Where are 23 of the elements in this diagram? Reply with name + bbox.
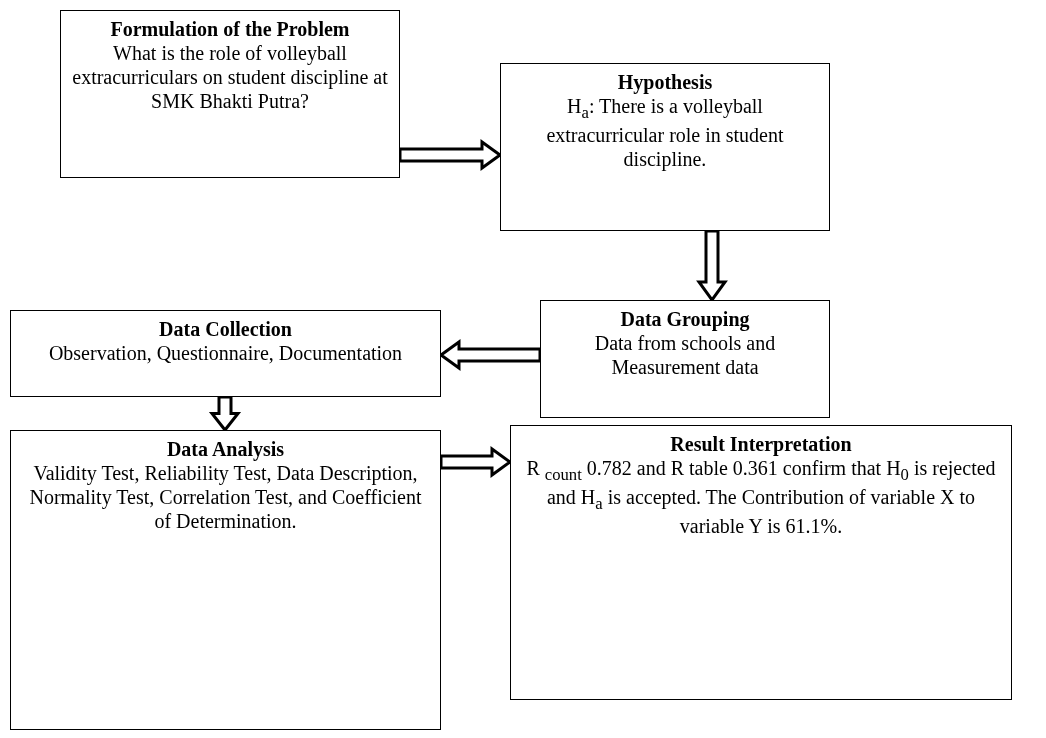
process-box (540, 300, 830, 418)
box-heading: Result Interpretation (669, 432, 853, 456)
box-text: Validity Test, Reliability Test, Data Description, Normality Test, Correlation Test, and Coefficient of Determination. (28, 461, 423, 533)
box-text: Observation, Questionnaire, Documentation (47, 341, 404, 365)
process-box (10, 430, 441, 730)
block-arrow (398, 139, 503, 171)
box-text: What is the role of volleyball extracurriculars on student discipline at SMK Bhakti Putra? (71, 41, 389, 113)
process-box (510, 425, 1012, 700)
block-arrow (439, 446, 513, 478)
process-box (500, 63, 830, 231)
process-box (10, 310, 441, 397)
box-heading: Hypothesis (616, 70, 714, 94)
process-box (60, 10, 400, 178)
box-heading: Data Analysis (165, 437, 286, 461)
box-text: H$_{a}$: There is a volleyball extracurricular role in student discipline. (545, 94, 785, 171)
box-heading: Data Grouping (619, 307, 751, 331)
box-text: R $_{count}$ 0.782 and R table 0.361 confirm that H$_{0}$ is rejected and H$_{a}$ is accepted. The Contribution of variable X to variable Y is 61.1%. (525, 456, 997, 538)
box-text: Data from schools and Measurement data (593, 331, 777, 379)
box-heading: Data Collection (158, 317, 293, 341)
block-arrow (208, 395, 242, 433)
block-arrow (696, 229, 728, 303)
box-heading: Formulation of the Problem (109, 17, 351, 41)
block-arrow (438, 339, 542, 371)
